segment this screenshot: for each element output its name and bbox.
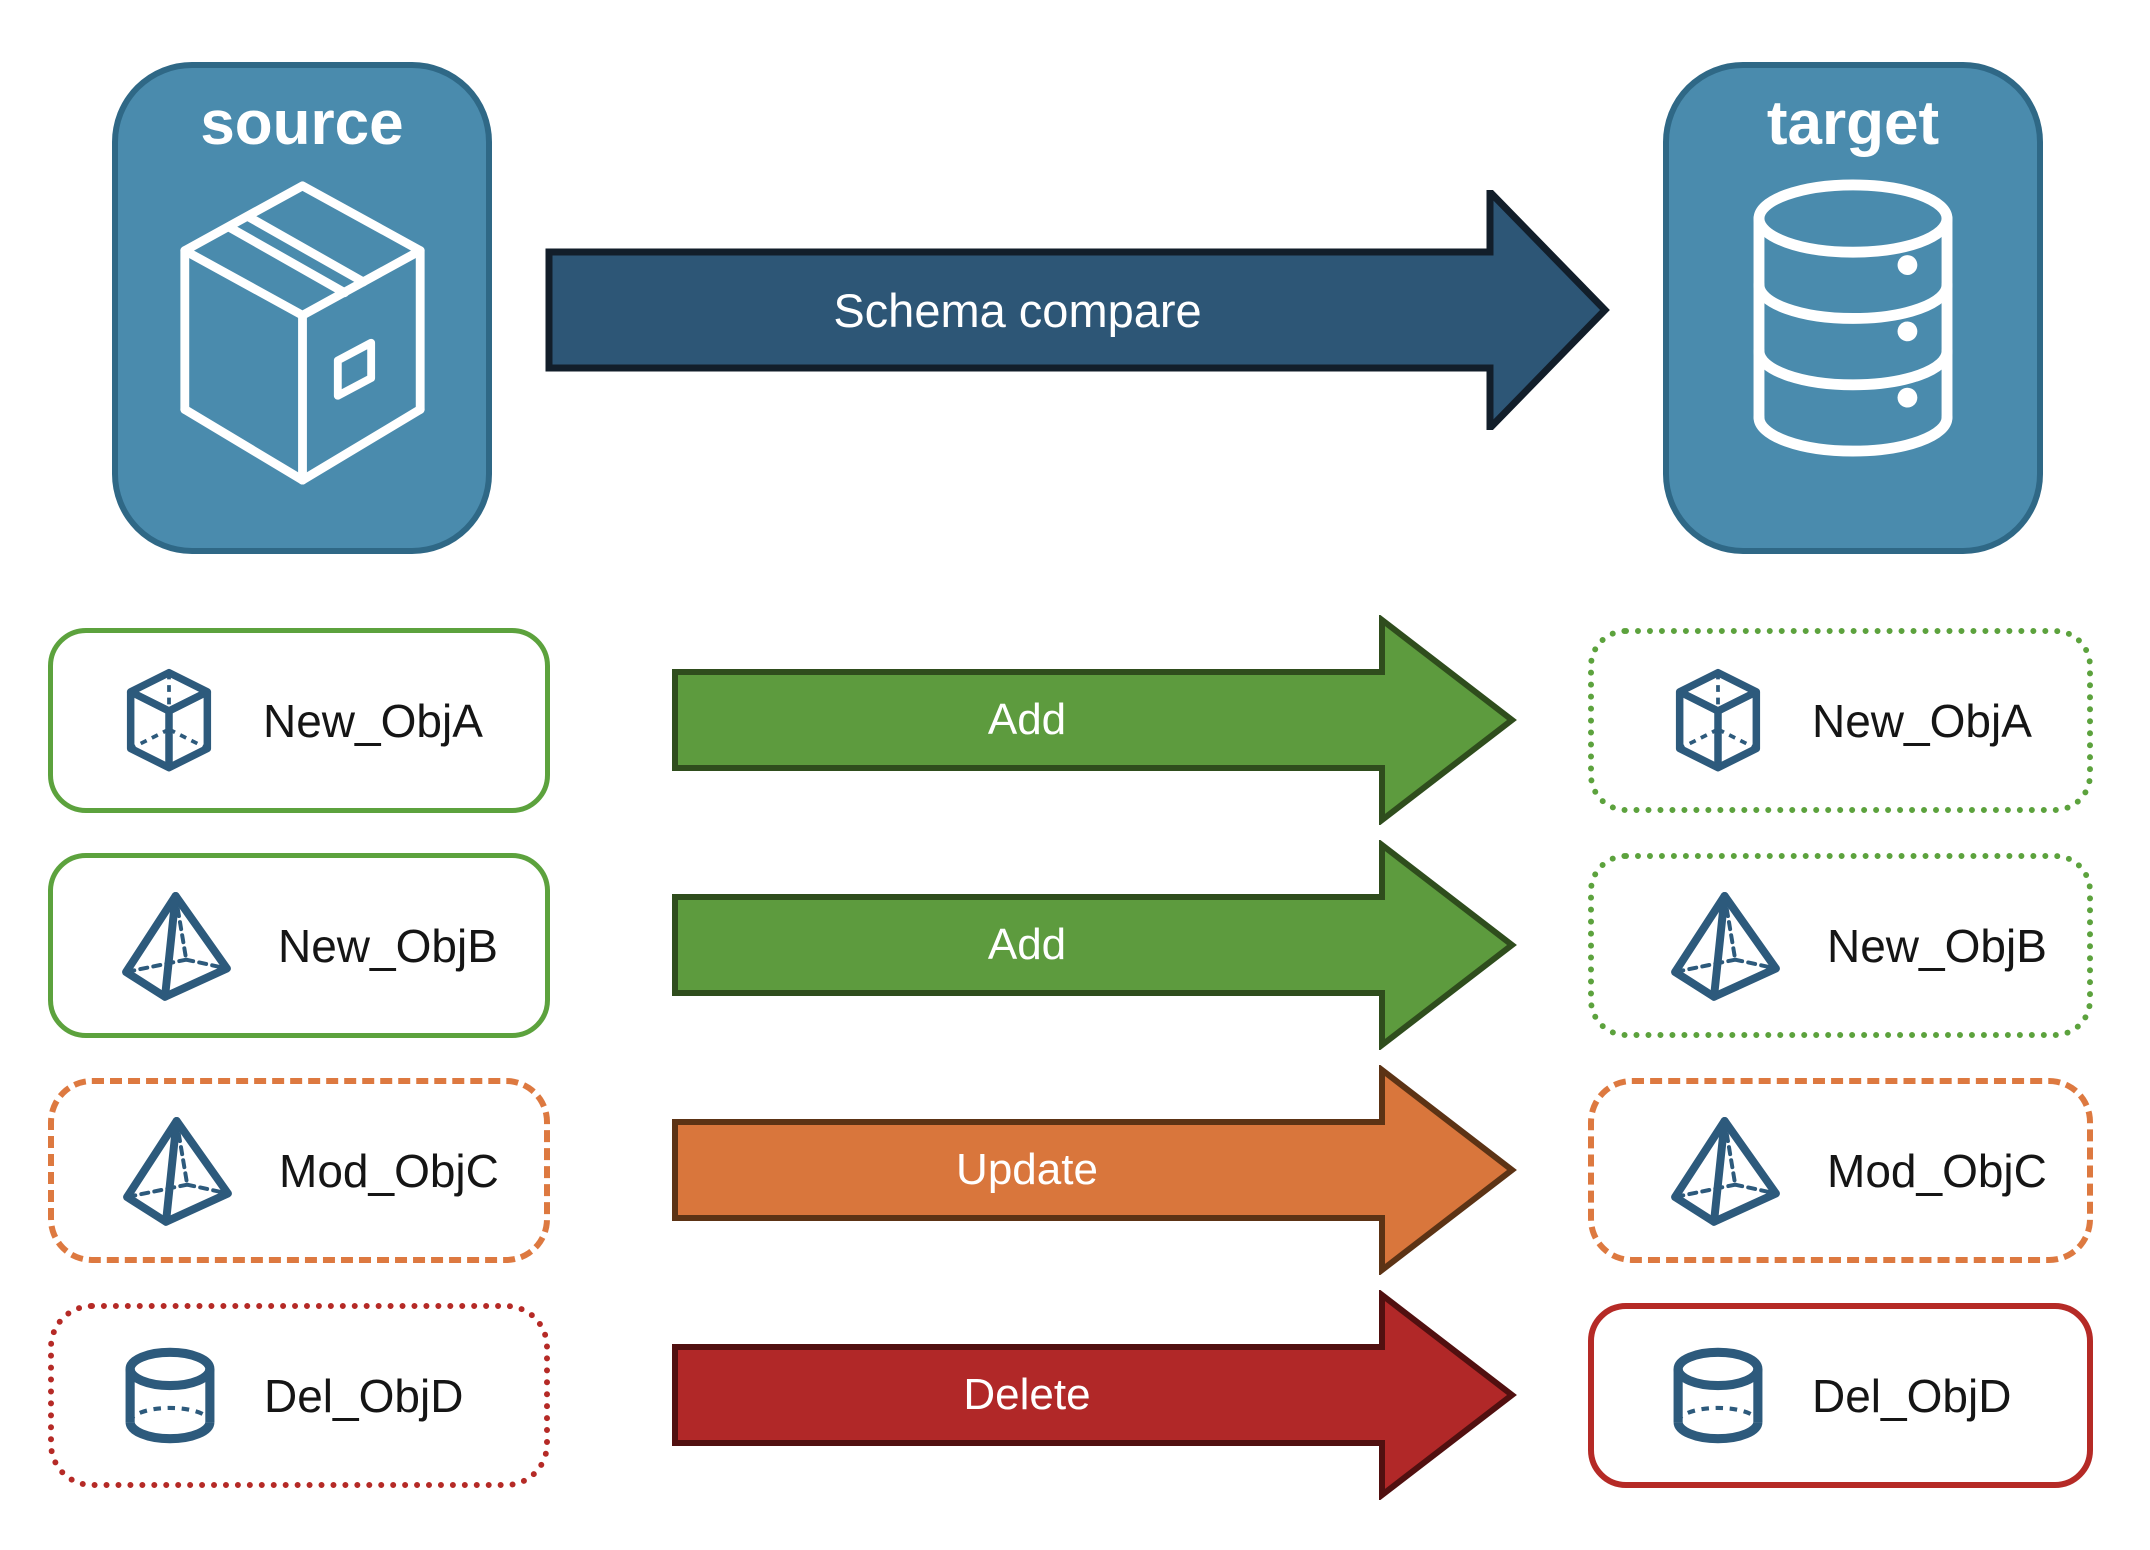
source-object-card-del-objd: Del_ObjD (48, 1303, 550, 1488)
target-box: target (1663, 62, 2043, 554)
action-label: Add (987, 920, 1067, 969)
cylinder-icon (120, 1344, 220, 1447)
target-object-card-mod-objc: Mod_ObjC (1588, 1078, 2093, 1263)
object-label: New_ObjA (1812, 694, 2032, 747)
package-icon (175, 174, 430, 488)
right-arrow-shape (672, 1290, 1517, 1500)
object-label: Del_ObjD (1812, 1369, 2012, 1422)
right-arrow-shape (672, 615, 1517, 825)
target-title: target (1766, 89, 1940, 158)
source-box: source (112, 62, 492, 554)
right-arrow-shape (672, 1065, 1517, 1275)
object-label: Del_ObjD (264, 1369, 464, 1422)
right-arrow-shape (672, 840, 1517, 1050)
pyramid-icon (119, 887, 234, 1004)
object-label: New_ObjB (278, 919, 498, 972)
target-object-card-del-objd: Del_ObjD (1588, 1303, 2093, 1488)
pyramid-icon (1668, 1112, 1783, 1229)
object-label: New_ObjA (263, 694, 483, 747)
cube-icon (1668, 666, 1768, 776)
schema-compare-arrow: Schema compare (545, 190, 1610, 430)
object-label: New_ObjB (1827, 919, 2047, 972)
object-label: Mod_ObjC (1827, 1144, 2047, 1197)
right-arrow-shape (545, 190, 1610, 430)
action-label: Update (956, 1145, 1098, 1194)
action-label: Add (987, 695, 1067, 744)
pyramid-icon (1668, 887, 1783, 1004)
cylinder-icon (1668, 1344, 1768, 1447)
target-object-card-new-objb: New_ObjB (1588, 853, 2093, 1038)
target-object-card-new-obja: New_ObjA (1588, 628, 2093, 813)
add-arrow-row2: Add (672, 840, 1517, 1050)
action-label: Delete (963, 1370, 1091, 1419)
add-arrow-row1: Add (672, 615, 1517, 825)
database-icon (1749, 174, 1957, 461)
source-object-card-new-obja: New_ObjA (48, 628, 550, 813)
schema-compare-label: Schema compare (833, 283, 1202, 337)
pyramid-icon (120, 1112, 235, 1229)
source-object-card-new-objb: New_ObjB (48, 853, 550, 1038)
source-object-card-mod-objc: Mod_ObjC (48, 1078, 550, 1263)
delete-arrow-row4: Delete (672, 1290, 1517, 1500)
update-arrow-row3: Update (672, 1065, 1517, 1275)
source-title: source (200, 89, 404, 158)
object-label: Mod_ObjC (279, 1144, 499, 1197)
cube-icon (119, 666, 219, 776)
